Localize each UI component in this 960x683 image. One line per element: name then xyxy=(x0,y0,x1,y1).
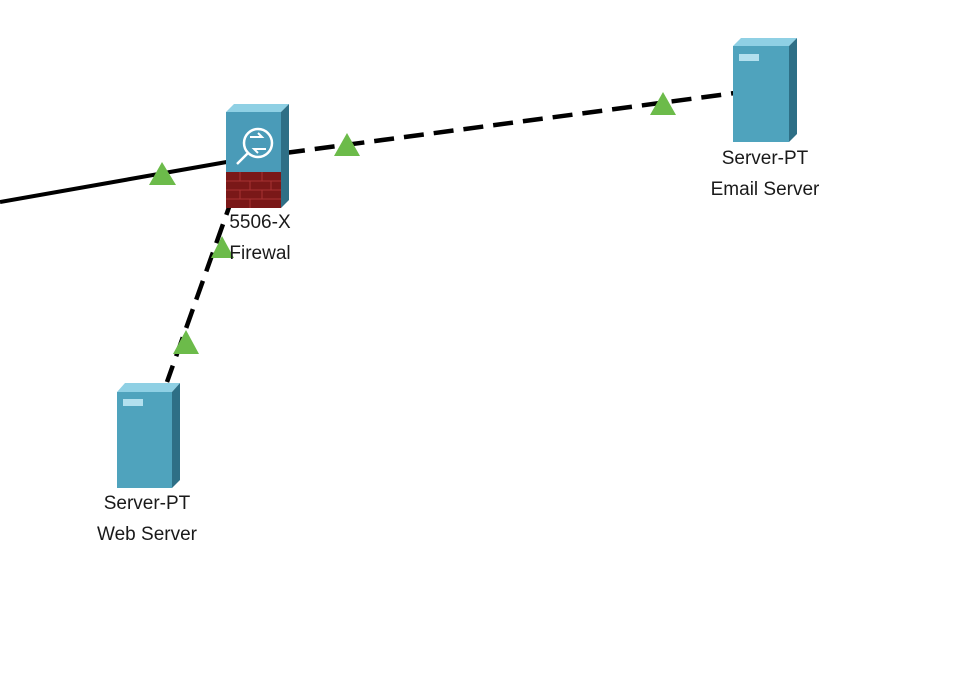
link-left-to-firewall[interactable] xyxy=(0,158,239,204)
web-server-device[interactable] xyxy=(117,383,180,488)
firewall-name: Firewal xyxy=(229,243,291,264)
firewall-label: 5506-X Firewal xyxy=(200,207,320,269)
email-server-label: Server-PT Email Server xyxy=(690,143,840,205)
firewall-inspect-icon xyxy=(236,127,274,165)
email-server-side-face xyxy=(789,38,797,142)
web-server-drive-slot xyxy=(123,399,143,406)
web-server-name: Web Server xyxy=(97,524,197,545)
web-server-model: Server-PT xyxy=(103,493,191,514)
web-server-top-face xyxy=(117,383,180,392)
link-up-indicator-icon xyxy=(149,162,176,185)
email-server-drive-slot xyxy=(739,54,759,61)
email-server-model: Server-PT xyxy=(721,148,809,169)
firewall-model: 5506-X xyxy=(229,212,291,233)
link-up-indicator-icon xyxy=(173,330,199,354)
email-server-name: Email Server xyxy=(710,179,820,200)
firewall-device[interactable] xyxy=(226,104,289,208)
firewall-side-face xyxy=(281,104,289,208)
links xyxy=(0,90,736,383)
email-server-top-face xyxy=(733,38,797,46)
link-up-indicator-icon xyxy=(334,133,360,156)
link-indicators xyxy=(149,92,676,354)
firewall-top-face xyxy=(226,104,289,112)
web-server-side-face xyxy=(172,383,180,488)
email-server-device[interactable] xyxy=(733,38,797,142)
link-up-indicator-icon xyxy=(650,92,676,115)
email-server-front-face xyxy=(733,46,789,142)
web-server-label: Server-PT Web Server xyxy=(72,488,222,550)
web-server-front-face xyxy=(117,392,172,488)
firewall-brick-pattern xyxy=(226,172,281,208)
link-up-indicator-icon xyxy=(211,236,234,258)
